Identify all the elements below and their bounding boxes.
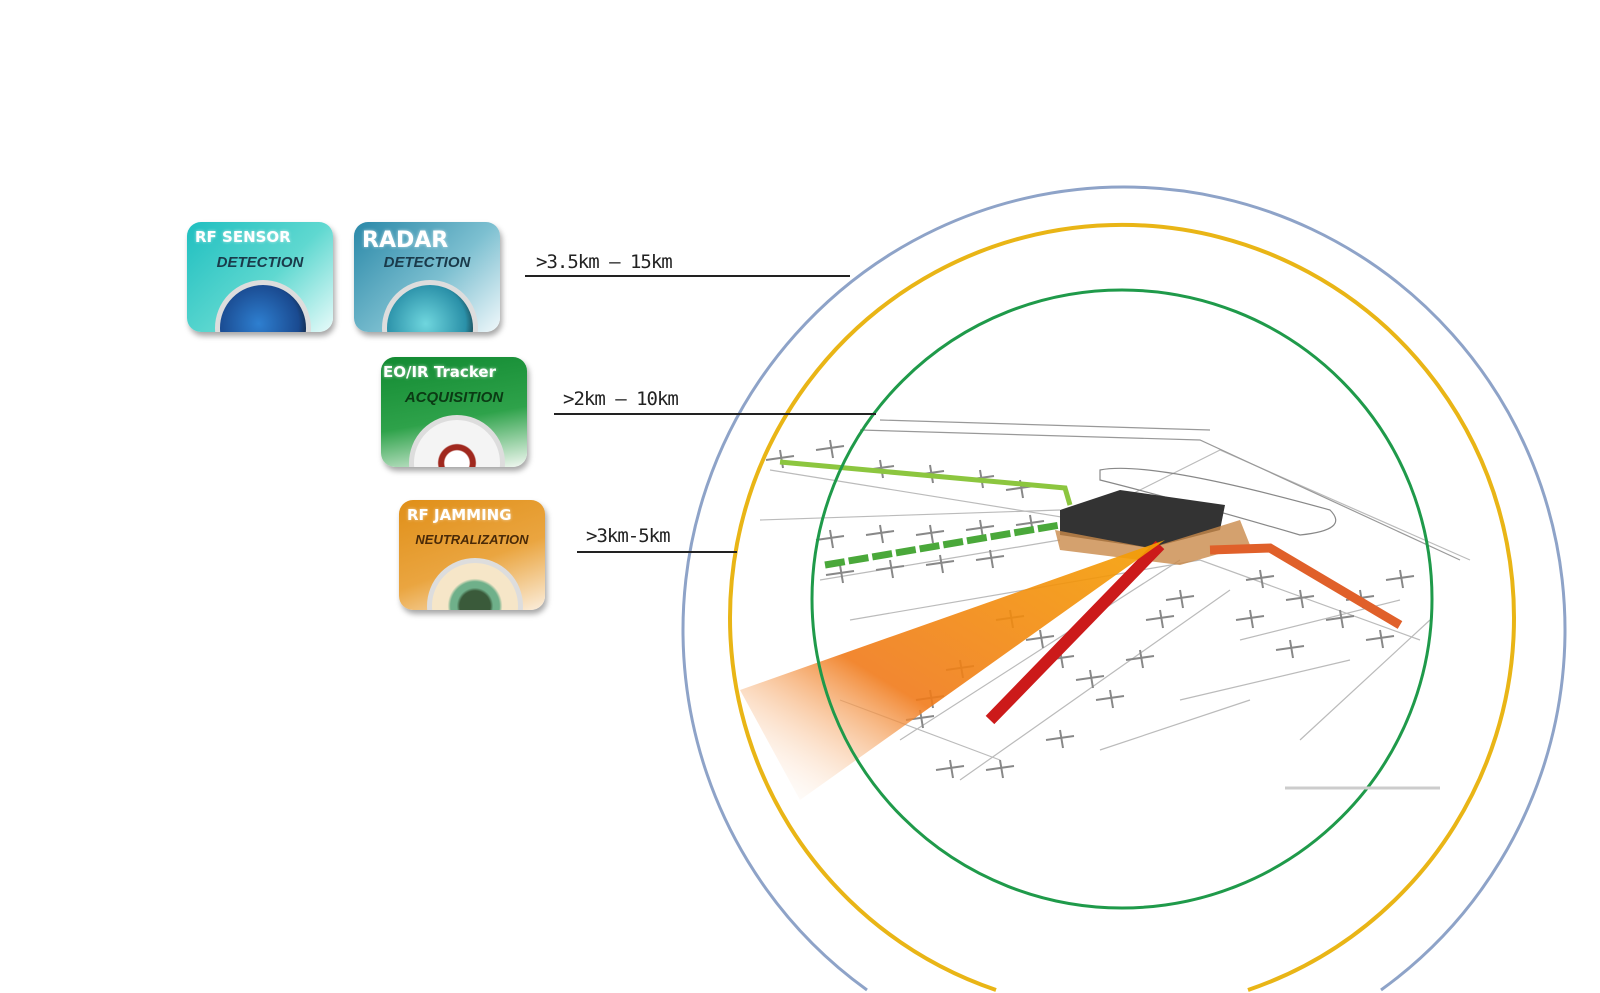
green-pier bbox=[780, 462, 1070, 505]
tile-title: EO/IR Tracker bbox=[383, 363, 496, 381]
rf-sensor-tile: RF SENSOR DETECTION bbox=[187, 222, 333, 332]
jamming-beam bbox=[740, 540, 1165, 800]
tile-title: RF JAMMING bbox=[407, 506, 512, 524]
leader-line-acquisition bbox=[554, 413, 876, 415]
range-label-neutralization: >3km-5km bbox=[586, 525, 670, 547]
aircraft-icon bbox=[876, 560, 904, 578]
aircraft-icon bbox=[1096, 690, 1124, 708]
aircraft-icon bbox=[916, 525, 944, 543]
aircraft-icon bbox=[1126, 650, 1154, 668]
wifi-icon bbox=[215, 280, 311, 332]
aircraft-icon bbox=[826, 565, 854, 583]
tile-title: RADAR bbox=[362, 228, 448, 253]
range-label-detection: >3.5km – 15km bbox=[536, 251, 672, 273]
radar-icon bbox=[382, 280, 478, 332]
aircraft-icon bbox=[1276, 640, 1304, 658]
tile-subtitle: ACQUISITION bbox=[381, 389, 527, 406]
tile-title: RF SENSOR bbox=[195, 228, 291, 246]
aircraft-icon bbox=[1236, 610, 1264, 628]
drone-jam-icon bbox=[427, 558, 523, 610]
aircraft-icon bbox=[1046, 730, 1074, 748]
range-label-acquisition: >2km – 10km bbox=[563, 388, 678, 410]
leader-line-neutralization bbox=[577, 551, 737, 553]
inner-range-ring bbox=[812, 290, 1432, 908]
aircraft-icon bbox=[816, 440, 844, 458]
crosshair-drone-icon bbox=[409, 415, 505, 467]
rf-jamming-tile: RF JAMMING NEUTRALIZATION bbox=[399, 500, 545, 610]
aircraft-icon bbox=[936, 760, 964, 778]
radar-tile: RADAR DETECTION bbox=[354, 222, 500, 332]
leader-line-detection bbox=[525, 275, 850, 277]
orange-pier bbox=[1210, 548, 1400, 625]
aircraft-icon bbox=[1146, 610, 1174, 628]
aircraft-icon bbox=[1076, 670, 1104, 688]
aircraft-icon bbox=[986, 760, 1014, 778]
tile-subtitle: DETECTION bbox=[354, 254, 500, 271]
aircraft-icon bbox=[1386, 570, 1414, 588]
aircraft-icon bbox=[1366, 630, 1394, 648]
tile-subtitle: DETECTION bbox=[187, 254, 333, 271]
eo-ir-tracker-tile: EO/IR Tracker ACQUISITION bbox=[381, 357, 527, 467]
aircraft-icon bbox=[1166, 590, 1194, 608]
tile-subtitle: NEUTRALIZATION bbox=[399, 532, 545, 547]
aircraft-icon bbox=[926, 555, 954, 573]
middle-range-ring bbox=[730, 225, 1514, 990]
aircraft-icon bbox=[866, 525, 894, 543]
